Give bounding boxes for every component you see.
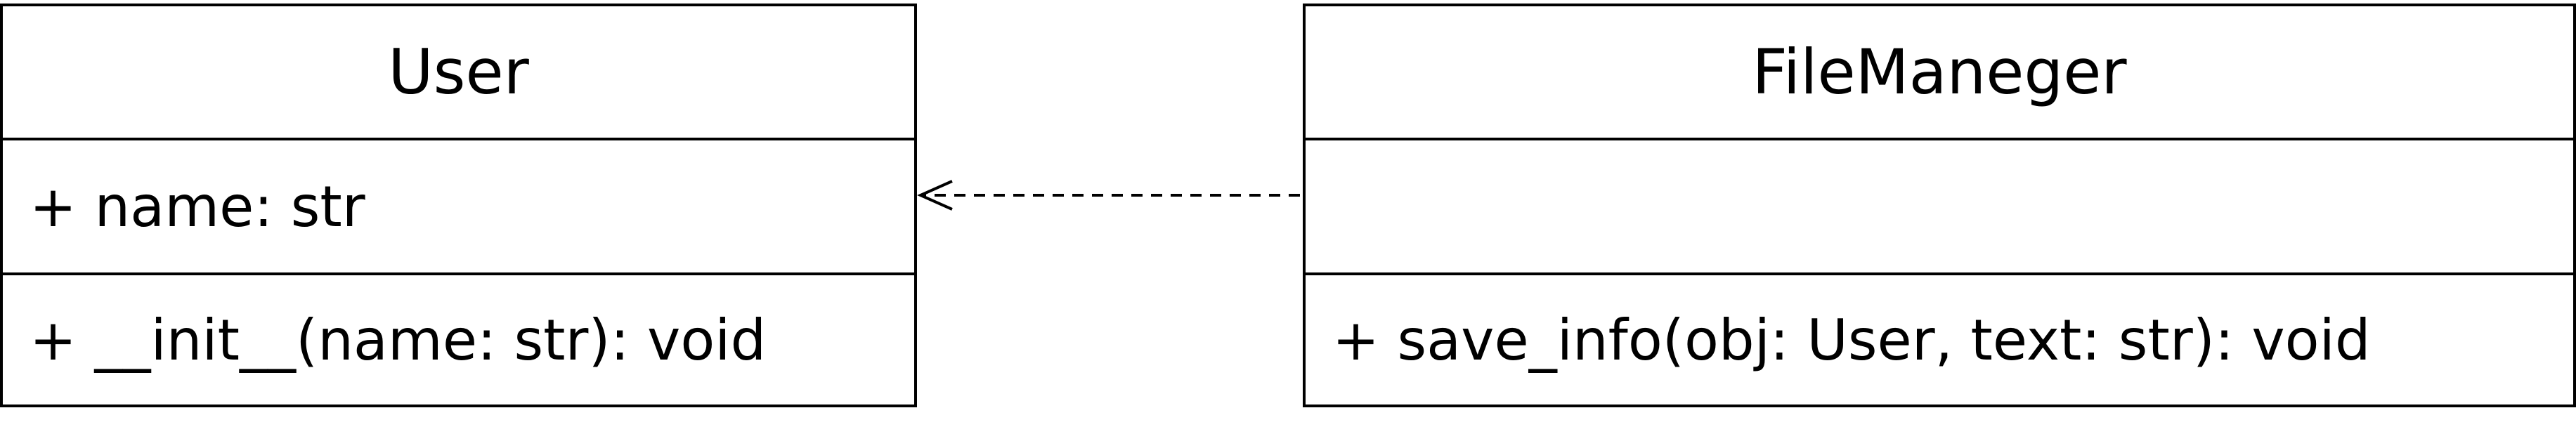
open-arrowhead-icon [917, 180, 953, 211]
class-user-methods: + __init__(name: str): void [30, 307, 767, 373]
class-user-attributes: + name: str [3, 140, 914, 275]
class-file-manager-methods: + save_info(obj: User, text: str): void [1332, 307, 2371, 373]
class-user-name: User [3, 6, 914, 140]
class-file-manager: FileManeger + save_info(obj: User, text:… [1303, 4, 2576, 407]
class-user: User + name: str + __init__(name: str): … [0, 4, 917, 407]
class-file-manager-attributes [1306, 140, 2573, 275]
class-file-manager-name: FileManeger [1306, 6, 2573, 140]
